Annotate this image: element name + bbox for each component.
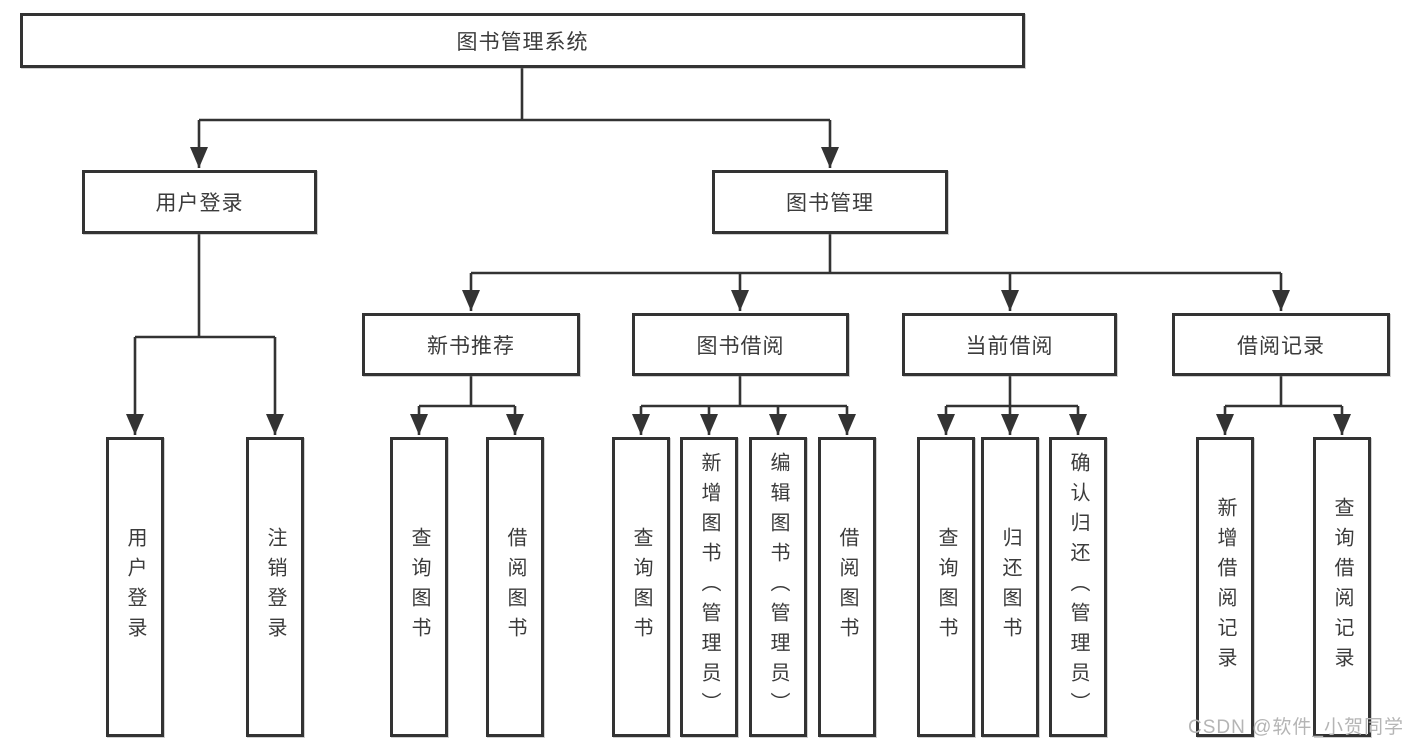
leaf-borrow-edit-books-admin: 编辑图书（管理员） <box>749 437 807 737</box>
leaf-record-add-borrow-record: 新增借阅记录 <box>1196 437 1254 737</box>
leaf-newbook-borrow-books: 借阅图书 <box>486 437 544 737</box>
leaf-borrow-borrow-books: 借阅图书 <box>818 437 876 737</box>
connectors-book-mgmt-branch <box>462 234 1290 311</box>
node-user-login: 用户登录 <box>82 170 317 234</box>
leaf-logout: 注销登录 <box>246 437 304 737</box>
leaf-current-query-books: 查询图书 <box>917 437 975 737</box>
leaf-current-confirm-return-admin: 确认归还（管理员） <box>1049 437 1107 737</box>
csdn-watermark: CSDN @软件_小贺同学 <box>1188 717 1404 738</box>
leaf-current-return-books: 归还图书 <box>981 437 1039 737</box>
connectors-user-login-branch <box>126 234 284 435</box>
connectors-root-to-level2 <box>190 68 839 168</box>
leaf-borrow-add-books-admin: 新增图书（管理员） <box>680 437 738 737</box>
node-current-borrow: 当前借阅 <box>902 313 1117 376</box>
node-new-book-recommend: 新书推荐 <box>362 313 580 376</box>
leaf-borrow-query-books: 查询图书 <box>612 437 670 737</box>
connectors-borrow-branch <box>632 376 856 435</box>
node-borrow-record: 借阅记录 <box>1172 313 1390 376</box>
leaf-user-login: 用户登录 <box>106 437 164 737</box>
node-book-borrow: 图书借阅 <box>632 313 849 376</box>
connectors-new-book-branch <box>410 376 524 435</box>
node-root-system: 图书管理系统 <box>20 13 1025 68</box>
leaf-record-query-borrow-record: 查询借阅记录 <box>1313 437 1371 737</box>
connectors-record-branch <box>1216 376 1351 435</box>
connectors-current-branch <box>937 376 1087 435</box>
node-book-management: 图书管理 <box>712 170 948 234</box>
leaf-newbook-query-books: 查询图书 <box>390 437 448 737</box>
